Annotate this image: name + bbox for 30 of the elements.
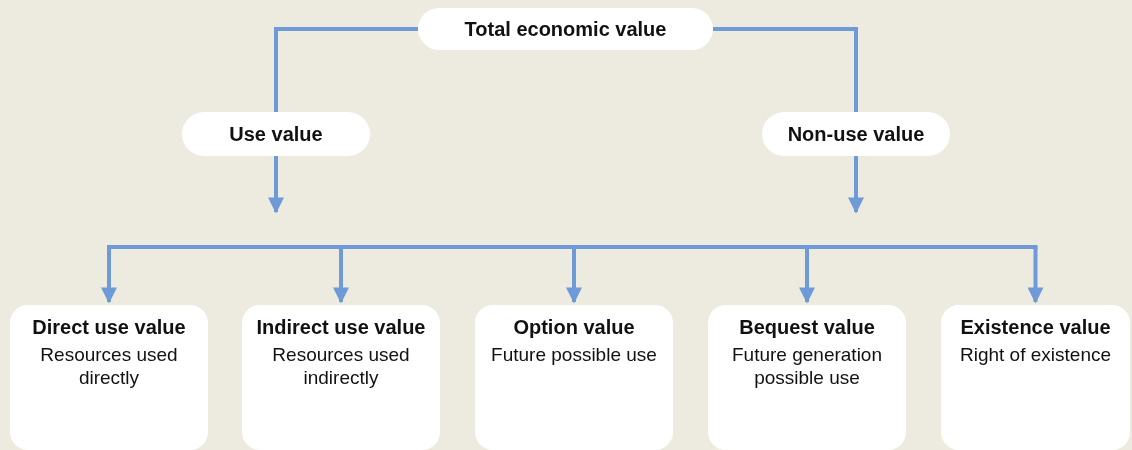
arrow (848, 156, 864, 214)
node-description: Resources used indirectly (271, 343, 411, 389)
category-card (708, 305, 906, 450)
node-title: Existence value (960, 315, 1111, 339)
node-title: Use value (229, 122, 323, 146)
node-title: Total economic value (464, 17, 667, 41)
node-title: Indirect use value (256, 315, 426, 339)
node-description: Right of existence (960, 343, 1111, 366)
node-title: Non-use value (787, 122, 925, 146)
category-card (941, 305, 1130, 450)
arrow (566, 247, 582, 304)
value-box (418, 8, 713, 50)
value-box (762, 112, 950, 156)
arrow (101, 247, 117, 304)
node-description: Future possible use (491, 343, 657, 366)
arrow (799, 247, 815, 304)
arrow (1027, 247, 1044, 304)
value-box (182, 112, 370, 156)
node-title: Option value (513, 315, 635, 339)
category-card (475, 305, 673, 450)
connector-line (713, 27, 858, 112)
arrow (268, 156, 284, 214)
node-description: Resources used directly (39, 343, 179, 389)
node-title: Direct use value (32, 315, 186, 339)
arrow (333, 247, 349, 304)
node-description: Future generation possible use (731, 343, 883, 389)
category-card (10, 305, 208, 450)
node-title: Bequest value (739, 315, 875, 339)
category-card (242, 305, 440, 450)
connector-line (274, 27, 418, 112)
